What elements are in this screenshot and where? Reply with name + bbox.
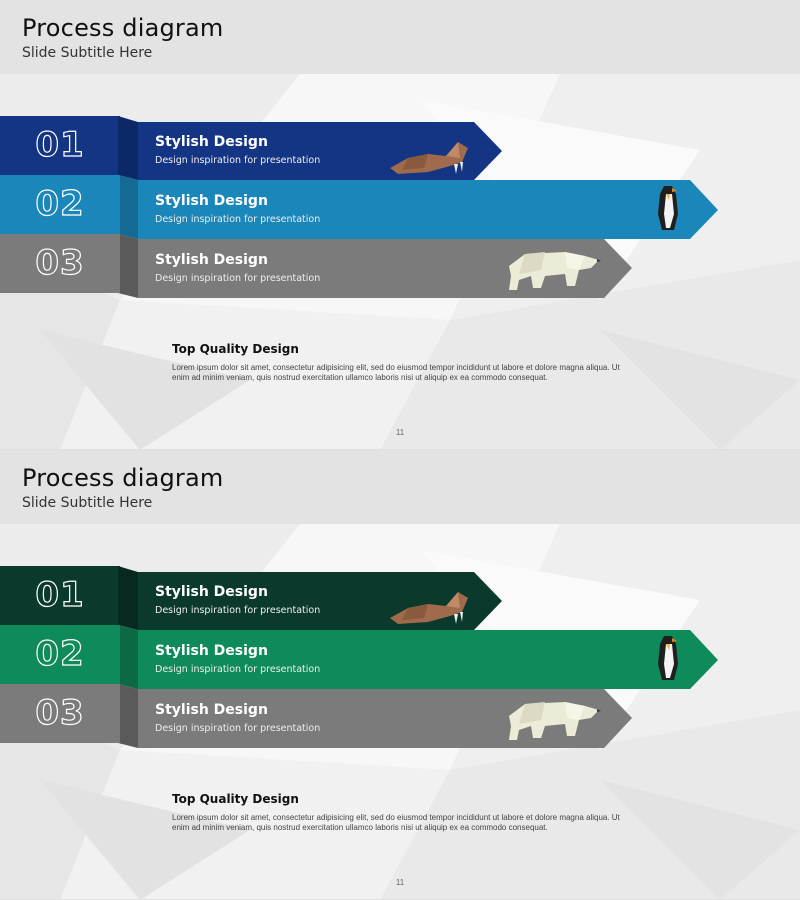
step-title: Stylish Design bbox=[155, 252, 268, 268]
step-number: 01 bbox=[35, 124, 85, 165]
header-band bbox=[0, 0, 800, 74]
step-number: 02 bbox=[35, 633, 85, 674]
step-number-block: 03 bbox=[0, 234, 120, 293]
step-description: Design inspiration for presentation bbox=[155, 664, 321, 675]
step-3-text: Stylish Design Design inspiration for pr… bbox=[155, 252, 320, 284]
step-description: Design inspiration for presentation bbox=[155, 155, 321, 166]
step-number-block: 02 bbox=[0, 175, 120, 234]
step-number-block: 01 bbox=[0, 566, 120, 625]
page-title: Process diagram bbox=[22, 14, 224, 42]
step-1-text: Stylish Design Design inspiration for pr… bbox=[155, 134, 320, 166]
slide-2: Process diagram Slide Subtitle Here 01 0… bbox=[0, 450, 800, 900]
polar-bear-icon bbox=[509, 702, 601, 740]
step-1-text: Stylish Design Design inspiration for pr… bbox=[155, 584, 320, 616]
step-arrows bbox=[118, 116, 718, 298]
process-diagram: 01 02 03 Stylish Design Design inspirati… bbox=[0, 116, 800, 306]
penguin-icon bbox=[658, 186, 678, 230]
step-number: 03 bbox=[35, 242, 85, 283]
body-block: Top Quality Design Lorem ipsum dolor sit… bbox=[172, 342, 632, 383]
step-description: Design inspiration for presentation bbox=[155, 605, 321, 616]
step-title: Stylish Design bbox=[155, 702, 268, 718]
step-number: 01 bbox=[35, 574, 85, 615]
penguin-icon bbox=[658, 636, 678, 680]
page-number: 11 bbox=[395, 878, 405, 887]
process-diagram: 01 02 03 Stylish Design Design inspirati… bbox=[0, 566, 800, 756]
header-band bbox=[0, 450, 800, 524]
step-number: 03 bbox=[35, 692, 85, 733]
page-number: 11 bbox=[395, 428, 405, 437]
step-title: Stylish Design bbox=[155, 193, 268, 209]
walrus-icon bbox=[390, 142, 468, 174]
body-text: Lorem ipsum dolor sit amet, consectetur … bbox=[172, 813, 620, 832]
page-subtitle: Slide Subtitle Here bbox=[22, 45, 153, 61]
body-text: Lorem ipsum dolor sit amet, consectetur … bbox=[172, 363, 620, 382]
body-heading: Top Quality Design bbox=[172, 342, 299, 356]
step-3-text: Stylish Design Design inspiration for pr… bbox=[155, 702, 320, 734]
step-title: Stylish Design bbox=[155, 584, 268, 600]
step-title: Stylish Design bbox=[155, 643, 268, 659]
step-2-text: Stylish Design Design inspiration for pr… bbox=[155, 193, 320, 225]
walrus-icon bbox=[390, 592, 468, 624]
step-2-arrow bbox=[138, 180, 718, 239]
step-3-arrow bbox=[138, 689, 632, 748]
polar-bear-icon bbox=[509, 252, 601, 290]
step-number-block: 02 bbox=[0, 625, 120, 684]
page-subtitle: Slide Subtitle Here bbox=[22, 495, 153, 511]
step-description: Design inspiration for presentation bbox=[155, 723, 321, 734]
step-3-arrow bbox=[138, 239, 632, 298]
step-number: 02 bbox=[35, 183, 85, 224]
step-number-block: 03 bbox=[0, 684, 120, 743]
step-2-arrow bbox=[138, 630, 718, 689]
body-block: Top Quality Design Lorem ipsum dolor sit… bbox=[172, 792, 632, 833]
body-heading: Top Quality Design bbox=[172, 792, 299, 806]
step-2-text: Stylish Design Design inspiration for pr… bbox=[155, 643, 320, 675]
step-description: Design inspiration for presentation bbox=[155, 214, 321, 225]
slide-1: Process diagram Slide Subtitle Here 01 0… bbox=[0, 0, 800, 450]
step-title: Stylish Design bbox=[155, 134, 268, 150]
step-description: Design inspiration for presentation bbox=[155, 273, 321, 284]
page-title: Process diagram bbox=[22, 464, 224, 492]
step-number-block: 01 bbox=[0, 116, 120, 175]
